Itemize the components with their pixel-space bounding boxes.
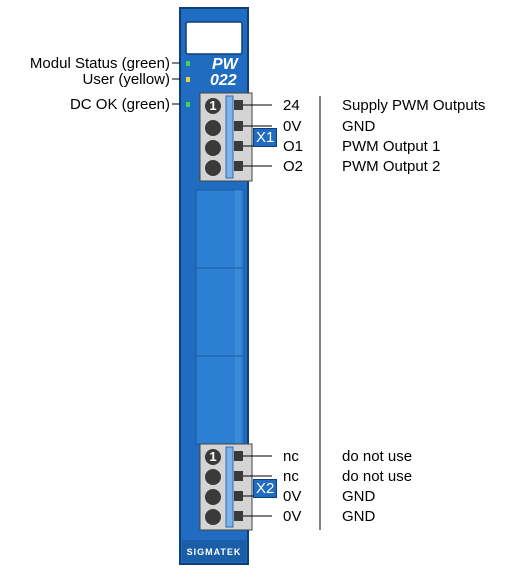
led-module-status bbox=[186, 61, 190, 66]
x2-pin1-signal: nc bbox=[283, 448, 299, 465]
led-dc-ok bbox=[186, 102, 190, 107]
label-window bbox=[185, 21, 243, 55]
x2-pin3-signal: 0V bbox=[283, 488, 302, 505]
x1-pin1-description: Supply PWM Outputs bbox=[342, 97, 486, 114]
x2-pin4-description: GND bbox=[342, 508, 376, 525]
led-user bbox=[186, 77, 190, 82]
x1-pin3-signal: O1 bbox=[283, 138, 304, 155]
module-bottom-band bbox=[182, 540, 246, 562]
x1-pin2-signal: 0V bbox=[283, 118, 302, 135]
led-label-module-status: Modul Status (green) bbox=[29, 55, 170, 72]
x1-pin4-signal: O2 bbox=[283, 158, 304, 175]
connector-x1-label: X1 bbox=[253, 128, 278, 147]
model-line-1: PW bbox=[212, 56, 238, 73]
brand-label: SIGMATEK bbox=[186, 547, 242, 557]
x2-pin2-description: do not use bbox=[342, 468, 413, 485]
x1-pin3-description: PWM Output 1 bbox=[342, 138, 441, 155]
x2-pin1-marker: 1 bbox=[209, 449, 217, 464]
x1-pin4-description: PWM Output 2 bbox=[342, 158, 441, 175]
led-label-user: User (yellow) bbox=[82, 71, 170, 88]
x2-pin3-description: GND bbox=[342, 488, 376, 505]
led-label-dc-ok: DC OK (green) bbox=[69, 96, 170, 113]
connector-x2-label: X2 bbox=[253, 479, 278, 498]
x1-pin2-description: GND bbox=[342, 118, 376, 135]
x2-pin1-description: do not use bbox=[342, 448, 413, 465]
x1-pin1-marker: 1 bbox=[209, 98, 217, 113]
x1-pin1-signal: 24 bbox=[283, 97, 300, 114]
x2-pin2-signal: nc bbox=[283, 468, 299, 485]
model-line-2: 022 bbox=[210, 72, 237, 89]
x2-pin4-signal: 0V bbox=[283, 508, 302, 525]
